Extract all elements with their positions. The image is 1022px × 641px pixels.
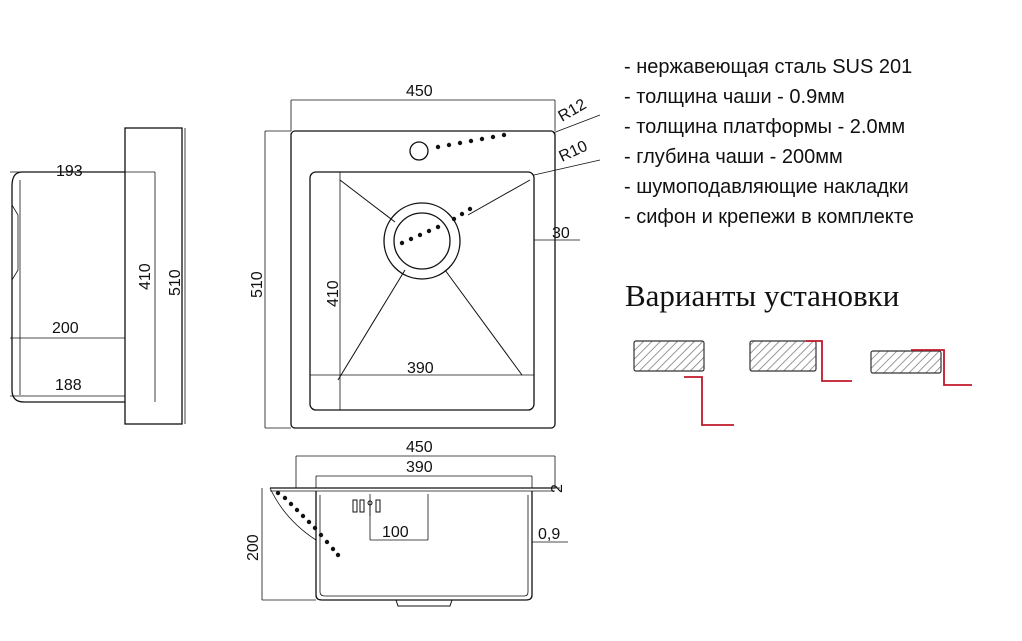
dim-front-100: 100: [382, 524, 409, 541]
top-flange-outline: [290, 130, 556, 429]
dim-side-200: 200: [52, 320, 79, 337]
drain-outer: [383, 202, 461, 280]
side-flange: [124, 127, 183, 425]
overflow-hole: [409, 141, 429, 161]
front-bowl-outline: [315, 491, 533, 601]
dim-front-2: 2: [549, 484, 566, 493]
side-view: [10, 127, 186, 425]
dim-side-510: 510: [167, 269, 184, 296]
dim-side-193: 193: [56, 163, 83, 180]
dim-top-410: 410: [325, 280, 342, 307]
dim-top-r10: R10: [557, 138, 591, 166]
spec-siphon-included: - сифон и крепежи в комплекте: [624, 206, 914, 228]
top-bowl-outline: [309, 171, 535, 411]
dim-side-188: 188: [55, 377, 82, 394]
front-view: [261, 455, 568, 607]
install-option-flush: [749, 340, 852, 382]
drain-inner: [393, 212, 451, 270]
dim-front-450: 450: [406, 439, 433, 456]
side-bowl-outline: [11, 171, 125, 403]
installation-title: Варианты установки: [625, 278, 900, 313]
front-view-dots: [275, 490, 341, 558]
spec-noise-pads: - шумоподавляющие накладки: [624, 176, 909, 198]
install-option-undermount: [633, 340, 734, 426]
dim-top-390: 390: [407, 360, 434, 377]
dim-front-200: 200: [245, 534, 262, 561]
spec-bowl-depth: - глубина чаши - 200мм: [624, 146, 843, 168]
dim-front-390: 390: [406, 459, 433, 476]
dim-top-30: 30: [552, 225, 570, 242]
dim-side-410: 410: [137, 263, 154, 290]
top-view: [264, 99, 601, 429]
spec-material: - нержавеющая сталь SUS 201: [624, 56, 913, 78]
spec-platform-thickness: - толщина платформы - 2.0мм: [624, 116, 906, 138]
spec-bowl-thickness: - толщина чаши - 0.9мм: [624, 86, 845, 108]
dim-top-450: 450: [406, 83, 433, 100]
dim-front-09: 0,9: [538, 526, 560, 543]
top-view-dots: [399, 132, 507, 246]
install-option-overmount: [870, 349, 972, 386]
dim-top-510: 510: [249, 271, 266, 298]
